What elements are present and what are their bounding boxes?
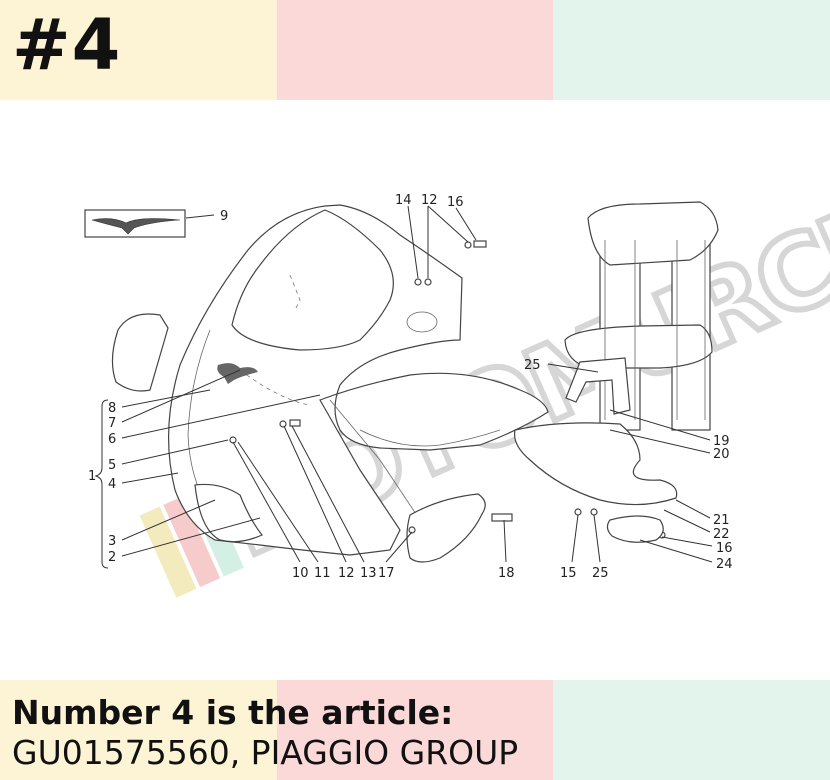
callout-10: 10	[292, 566, 309, 581]
belly-pan	[194, 483, 263, 543]
fairing-eagle-icon	[217, 363, 258, 384]
callout-20: 20	[713, 447, 730, 462]
band-segment-pink	[276, 0, 554, 100]
item-number-heading: #4	[12, 4, 122, 86]
callout-9: 9	[220, 209, 228, 224]
caption-article: GU01575560, PIAGGIO GROUP	[12, 733, 519, 772]
footer-band	[0, 680, 830, 780]
callout-17: 17	[378, 566, 395, 581]
callout-1: 1	[88, 469, 96, 484]
side-panel-left	[111, 313, 169, 392]
callout-7: 7	[108, 416, 116, 431]
callout-12-top: 12	[421, 193, 438, 208]
fork-assembly	[564, 201, 719, 431]
rubber-mount	[606, 515, 664, 543]
callout-5: 5	[108, 458, 116, 473]
lower-side-panel	[406, 493, 486, 563]
callout-16-top: 16	[447, 195, 464, 210]
header-band	[0, 0, 830, 100]
exploded-parts-diagram: MOTOMURCIA	[84, 159, 830, 598]
caption-title: Number 4 is the article:	[12, 693, 454, 732]
callout-2: 2	[108, 550, 116, 565]
callout-24: 24	[716, 557, 733, 572]
callout-8: 8	[108, 401, 116, 416]
callout-25-top: 25	[524, 358, 541, 373]
band-segment-mint	[553, 680, 830, 780]
callout-19: 19	[713, 434, 730, 449]
band-segment-mint	[553, 0, 830, 100]
band-segment-pink	[276, 680, 554, 780]
callout-13: 13	[360, 566, 377, 581]
band-segment-yellow	[0, 0, 277, 100]
callout-11: 11	[314, 566, 331, 581]
callout-16-bottom: 16	[716, 541, 733, 556]
headlight-bracket	[565, 357, 631, 415]
callout-4: 4	[108, 477, 116, 492]
callout-18: 18	[498, 566, 515, 581]
band-segment-yellow	[0, 680, 277, 780]
callout-14: 14	[395, 193, 412, 208]
callout-labels: 9 14 12 16 8 7 6 5 1 4 3 2 10 11 12 13 1…	[88, 193, 733, 581]
lower-plate	[513, 422, 678, 506]
callout-6: 6	[108, 432, 116, 447]
callout-22: 22	[713, 527, 730, 542]
callout-25-bottom: 25	[592, 566, 609, 581]
front-fairing	[167, 204, 549, 556]
eagle-icon	[91, 218, 181, 235]
eagle-logo-badge	[84, 209, 186, 238]
callout-15: 15	[560, 566, 577, 581]
callout-3: 3	[108, 534, 116, 549]
callout-21: 21	[713, 513, 730, 528]
group-brace	[94, 399, 109, 569]
leader-lines	[121, 205, 713, 563]
callout-12-bottom: 12	[338, 566, 355, 581]
